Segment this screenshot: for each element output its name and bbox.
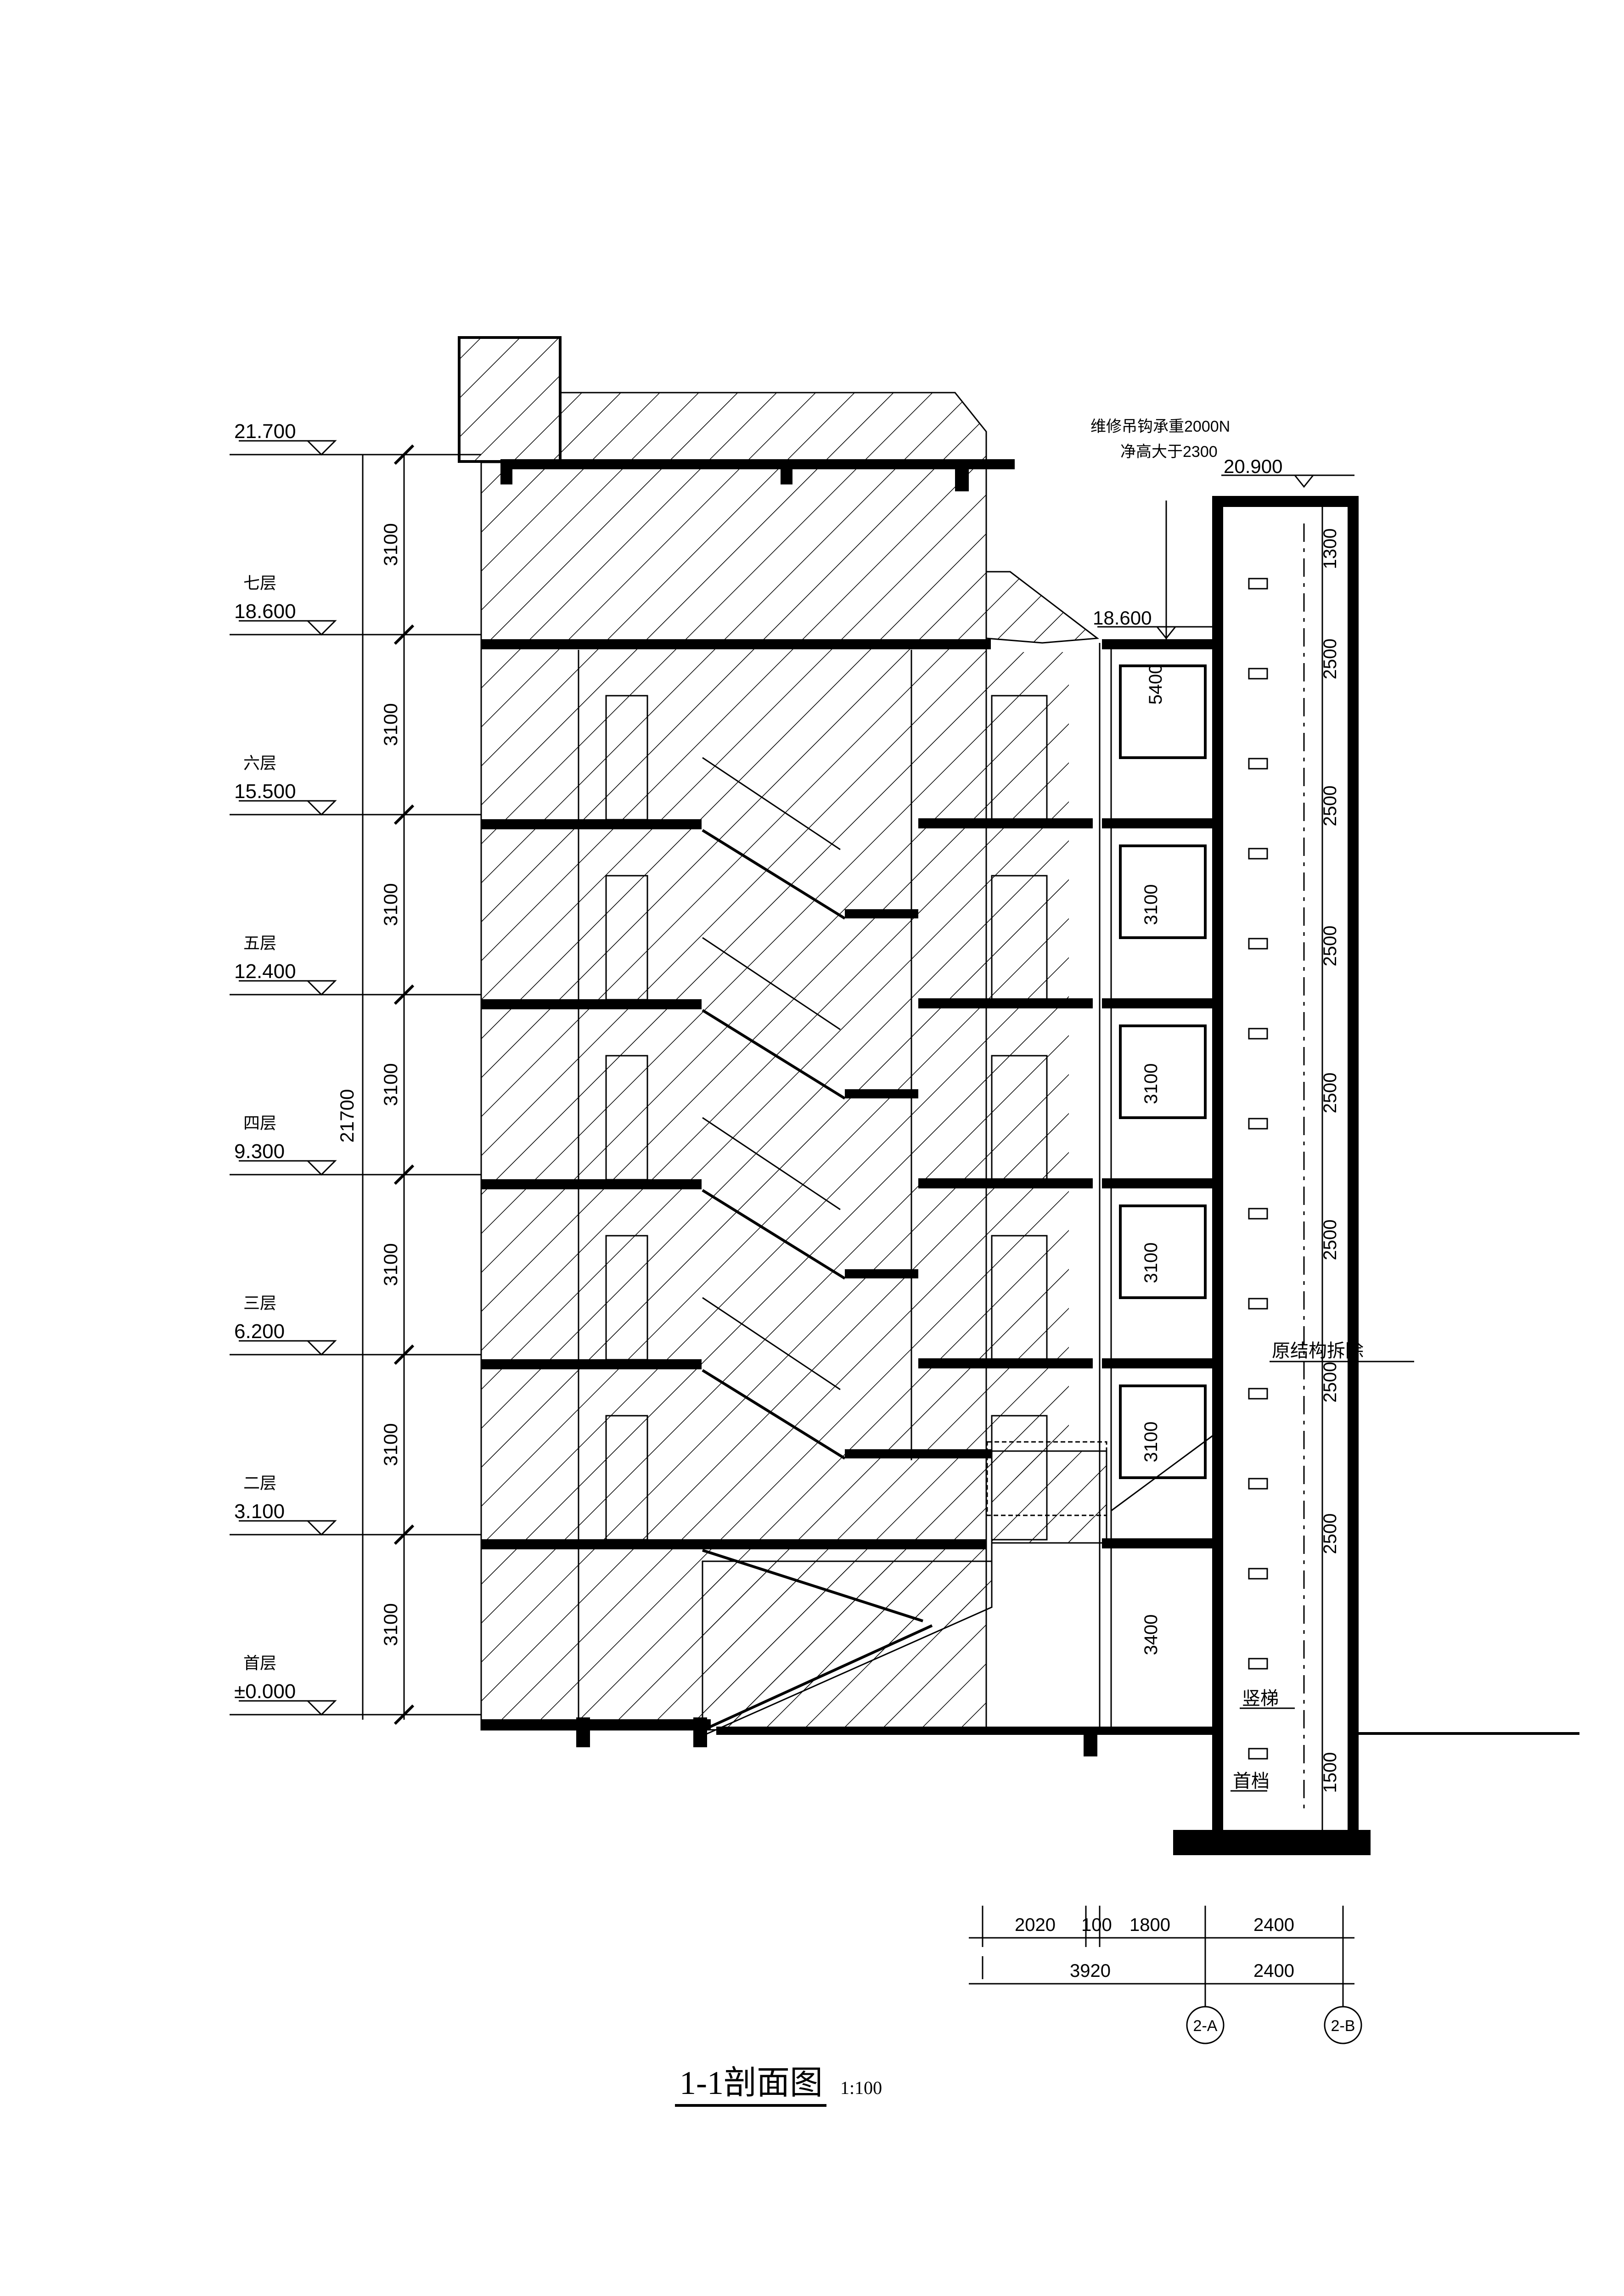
window-height-dim: 3100 bbox=[1141, 1064, 1161, 1104]
level-symbol bbox=[239, 1340, 337, 1356]
top-elevation: 20.900 bbox=[1224, 456, 1282, 477]
title-text: 1-1剖面图 bbox=[680, 2065, 823, 2101]
ladder-rung bbox=[1248, 668, 1268, 680]
right-annotations: 维修吊钩承重2000N 净高大于2300 20.900 18.600 5400 … bbox=[1090, 418, 1414, 1793]
corridor-zone bbox=[918, 639, 1221, 1731]
bdim-100: 100 bbox=[1081, 1915, 1112, 1935]
axis-2a: 2-A bbox=[1193, 2017, 1218, 2035]
level-elevation: 18.600 bbox=[234, 600, 296, 623]
level-symbol bbox=[239, 1700, 337, 1716]
ladder-rung bbox=[1248, 1028, 1268, 1040]
dim-5400: 5400 bbox=[1146, 664, 1166, 705]
shaft-dim: 2500 bbox=[1320, 1362, 1340, 1403]
bdim-2400-b: 2400 bbox=[1253, 1961, 1294, 1981]
window-height-dim: 3100 bbox=[1141, 884, 1161, 925]
hook-load-note: 维修吊钩承重2000N bbox=[1090, 418, 1230, 435]
level-marks: 21.700 18.600 七层 15.500 六层 12.400 五层 9.300 四层 6.2… bbox=[230, 420, 481, 1716]
dim-tick bbox=[393, 1344, 415, 1365]
ladder-rung bbox=[1248, 1658, 1268, 1670]
floor-height-dim: 3100 bbox=[380, 1063, 401, 1106]
level-elevation: ±0.000 bbox=[234, 1680, 296, 1703]
level-elevation: 21.700 bbox=[234, 420, 296, 443]
dim-tick bbox=[393, 804, 415, 825]
dim-tick bbox=[393, 444, 415, 465]
bdim-1800: 1800 bbox=[1129, 1915, 1170, 1935]
ladder-rung bbox=[1248, 758, 1268, 770]
window-height-dim: 3100 bbox=[1141, 1422, 1161, 1463]
shaft-dim: 2500 bbox=[1320, 1220, 1340, 1261]
floor-height-dim: 3100 bbox=[380, 1603, 401, 1646]
ladder-rung bbox=[1248, 1568, 1268, 1580]
ladder-rung bbox=[1248, 1208, 1268, 1220]
dim-tick bbox=[393, 624, 415, 645]
floor-slabs bbox=[481, 459, 1221, 1756]
bottom-dimensions: 2020 100 1800 2400 3920 2400 2-A 2-B bbox=[969, 1906, 1362, 2044]
level-elevation: 9.300 bbox=[234, 1140, 285, 1163]
first-step-label: 首档 bbox=[1233, 1771, 1270, 1791]
shaft-dim: 2500 bbox=[1320, 1514, 1340, 1554]
axis-2b: 2-B bbox=[1331, 2017, 1355, 2035]
ladder-rung bbox=[1248, 938, 1268, 950]
ladder-rung bbox=[1248, 1748, 1268, 1760]
shaft-dim: 1300 bbox=[1320, 529, 1340, 569]
level-name: 五层 bbox=[243, 934, 276, 952]
ladder-rung bbox=[1248, 578, 1268, 590]
level-name: 二层 bbox=[243, 1474, 276, 1492]
level-symbol bbox=[239, 440, 337, 456]
level-symbol bbox=[239, 980, 337, 996]
ladder-rung bbox=[1248, 848, 1268, 860]
drawing-title: 1-1剖面图 1:100 bbox=[675, 2065, 882, 2107]
floor-height-dim: 3100 bbox=[380, 1423, 401, 1466]
ladder-rung bbox=[1248, 1118, 1268, 1130]
level-name: 首层 bbox=[243, 1654, 276, 1672]
level-elevation: 6.200 bbox=[234, 1320, 285, 1343]
title-scale: 1:100 bbox=[840, 2077, 882, 2098]
shaft-dim: 1500 bbox=[1320, 1752, 1340, 1793]
floor-height-dim: 3100 bbox=[380, 523, 401, 566]
level-elevation: 15.500 bbox=[234, 780, 296, 803]
ladder-label: 竖梯 bbox=[1242, 1688, 1279, 1709]
mid-elevation: 18.600 bbox=[1093, 607, 1152, 629]
dim-tick bbox=[393, 1704, 415, 1725]
dim-tick bbox=[393, 984, 415, 1005]
dim-tick bbox=[393, 1524, 415, 1545]
hatched-building-mass bbox=[458, 336, 1107, 1737]
level-symbol bbox=[239, 1160, 337, 1176]
window-height-dim: 3100 bbox=[1141, 1243, 1161, 1283]
level-name: 七层 bbox=[243, 574, 276, 592]
dim-3400: 3400 bbox=[1141, 1615, 1161, 1655]
shaft-dim: 2500 bbox=[1320, 786, 1340, 827]
level-name: 六层 bbox=[243, 754, 276, 772]
level-elevation: 12.400 bbox=[234, 960, 296, 983]
ladder-rung bbox=[1248, 1298, 1268, 1310]
level-name: 三层 bbox=[243, 1294, 276, 1312]
ladder-rung bbox=[1248, 1478, 1268, 1490]
stair-flights bbox=[702, 757, 933, 1732]
doors-left bbox=[578, 650, 912, 1720]
total-height-dim: 21700 bbox=[336, 1089, 358, 1143]
shaft-dim: 2500 bbox=[1320, 926, 1340, 967]
floor-height-dim: 3100 bbox=[380, 703, 401, 746]
bdim-2400-a: 2400 bbox=[1253, 1915, 1294, 1935]
shaft-dim: 2500 bbox=[1320, 639, 1340, 680]
level-name: 四层 bbox=[243, 1114, 276, 1132]
bdim-2020: 2020 bbox=[1015, 1915, 1056, 1935]
floor-height-dim: 3100 bbox=[380, 1243, 401, 1286]
demolish-note: 原结构拆除 bbox=[1272, 1341, 1364, 1361]
level-symbol bbox=[239, 620, 337, 636]
clear-height-note: 净高大于2300 bbox=[1120, 443, 1218, 461]
shaft bbox=[1173, 496, 1579, 1855]
floor-height-dim: 3100 bbox=[380, 883, 401, 926]
level-symbol bbox=[239, 1520, 337, 1536]
ladder-rung bbox=[1248, 1388, 1268, 1400]
dim-tick bbox=[393, 1164, 415, 1185]
shaft-dim: 2500 bbox=[1320, 1073, 1340, 1114]
level-elevation: 3.100 bbox=[234, 1500, 285, 1523]
left-dimensions: 3100 3100 3100 3100 3100 3100 3100 21700 bbox=[336, 444, 415, 1725]
bdim-3920: 3920 bbox=[1070, 1961, 1111, 1981]
level-symbol bbox=[239, 800, 337, 816]
